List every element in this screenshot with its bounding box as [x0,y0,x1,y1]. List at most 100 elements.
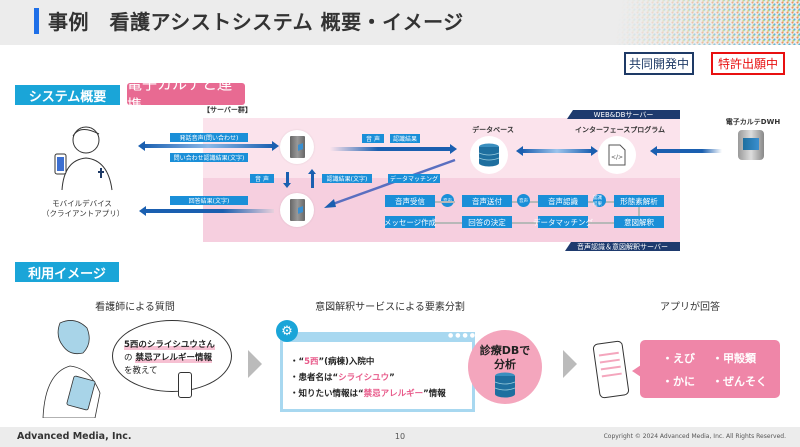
tag-speech-query: 発話音声(問い合わせ) [170,133,248,142]
flow-connector [588,222,614,224]
item-text: ・患者名は“ [290,373,339,383]
answer-item: ・甲殻類 [712,352,756,365]
db-bubble-line1: 診療DBで [479,344,531,357]
answer-phone-icon [592,340,630,399]
tag-answer-text: 回答結果(文字) [170,196,248,205]
item-text: ”情報 [423,389,446,399]
patent-badge: 特許出願中 [711,52,785,75]
footer [0,427,800,447]
asr-server-label: 音声認識＆意図解釈サーバー [565,242,680,251]
svg-text:</>: </> [611,154,623,161]
item-highlight: シライシユウ [338,373,390,383]
server-icon [289,136,305,158]
speech-line-1: 5西のシライシユウさん [124,338,215,350]
code-file-icon: </> [608,144,626,166]
speech-line-3: を教えて [124,366,158,376]
phone-icon [178,372,192,398]
answer-item: ・えび [662,352,695,365]
tag-query-result: 問い合わせ認識結果(文字) [170,153,248,162]
voice-to-db-arrow [330,147,450,151]
usage-label: 利用イメージ [15,262,119,282]
tag-recog-result-text: 認識結果(文字) [322,174,372,183]
step-arrow-2 [563,350,577,378]
down-arrow [286,172,289,184]
page-title: 事例 看護アシストシステム 概要・イメージ [48,10,464,34]
arrow-head-right [450,144,457,154]
nurse-illustration [35,318,115,419]
tag-recog-result: 認識結果 [390,134,420,143]
flow-voice-send: 音声送付 [462,195,512,207]
step-arrow-1 [248,350,262,378]
flow-connector [435,222,462,224]
speech-text: のシライシユウさん [138,340,215,350]
arrow-head-left [650,146,657,156]
database-circle [470,136,508,174]
flow-message-create: メッセージ作成 [383,216,437,228]
step1-title: 看護師による質問 [95,302,175,313]
answer-bubble-tail [632,365,641,377]
speech-highlight: 5西 [124,340,139,350]
flow-morph-analysis: 形態素解析 [614,195,664,207]
ehr-dwh-label: 電子カルテDWH [725,118,781,126]
server-top [280,130,314,164]
item-text: ・知りたい情報は“ [290,389,364,399]
server-group-label: 【サーバー群】 [203,106,252,114]
ehr-link-label: 電子カルテと連携 [127,75,245,114]
intent-item-1: ・“5西”(病棟)入院中 [290,355,374,367]
arrow-head-left [139,206,146,216]
flow-voice-receive: 音声受信 [385,195,435,207]
footer-copyright: Copyright © 2024 Advanced Media, Inc. Al… [603,433,786,440]
client-label-2: （クライアントアプリ） [42,209,125,218]
step3-title: アプリが回答 [660,302,720,313]
answer-item: ・ぜんそく [712,375,767,388]
arrow-head-down [283,183,291,188]
flow-connector [435,201,455,203]
item-highlight: 5西 [304,357,319,367]
arrow-head-up [308,169,316,174]
decorative-dots [540,0,800,45]
arrow-head-left [516,146,523,156]
flow-connector [512,222,538,224]
dwh-arrow [656,149,722,153]
server-icon [289,199,305,221]
database-label: データベース [472,126,514,134]
flow-connector-down [638,207,640,216]
server-bottom [280,193,314,227]
query-arrow [142,144,274,148]
page-number: 10 [394,432,406,441]
tag-data-matching: データマッチング [388,174,440,183]
item-text: ・“ [290,357,305,367]
ehr-dwh-icon [738,130,764,160]
intent-item-3: ・知りたい情報は“禁忌アレルギー”情報 [290,387,446,399]
up-arrow [311,174,314,188]
intent-panel [280,332,475,412]
arrow-head-left [138,141,145,151]
tag-voice-down: 音 声 [250,174,274,183]
db-bubble-line2: 分析 [494,358,516,371]
window-dots: ●●●● [448,332,477,339]
answer-arrow [146,209,274,213]
arrow-head-right [272,141,279,151]
interface-circle: </> [598,136,636,174]
speech-text: の [124,353,133,363]
answer-bubble [640,340,780,398]
footer-company: Advanced Media, Inc. [17,431,132,442]
client-label-1: モバイルデバイス [52,199,112,208]
flow-voice-recognition: 音声認識 [538,195,588,207]
flow-circle-voice: 音声 [517,194,530,207]
flow-answer-decide: 回答の決定 [462,216,512,228]
database-icon [478,143,500,167]
system-overview-label: システム概要 [15,85,120,105]
flow-data-matching: データマッチング [533,216,593,228]
web-db-server-label: WEB&DBサーバー [567,110,680,119]
gear-icon: ⚙ [276,320,298,342]
db-interface-arrow [522,149,592,153]
step2-title: 意図解釈サービスによる要素分割 [315,302,465,313]
item-text: ” [389,373,395,383]
answer-item: ・かに [662,375,695,388]
speech-highlight: 禁忌アレルギー情報 [135,353,212,363]
speech-line-2: の 禁忌アレルギー情報 [124,351,212,363]
database-icon [494,372,516,398]
flow-intent-interpret: 意図解釈 [614,216,664,228]
interface-program-label: インターフェースプログラム [574,126,666,134]
